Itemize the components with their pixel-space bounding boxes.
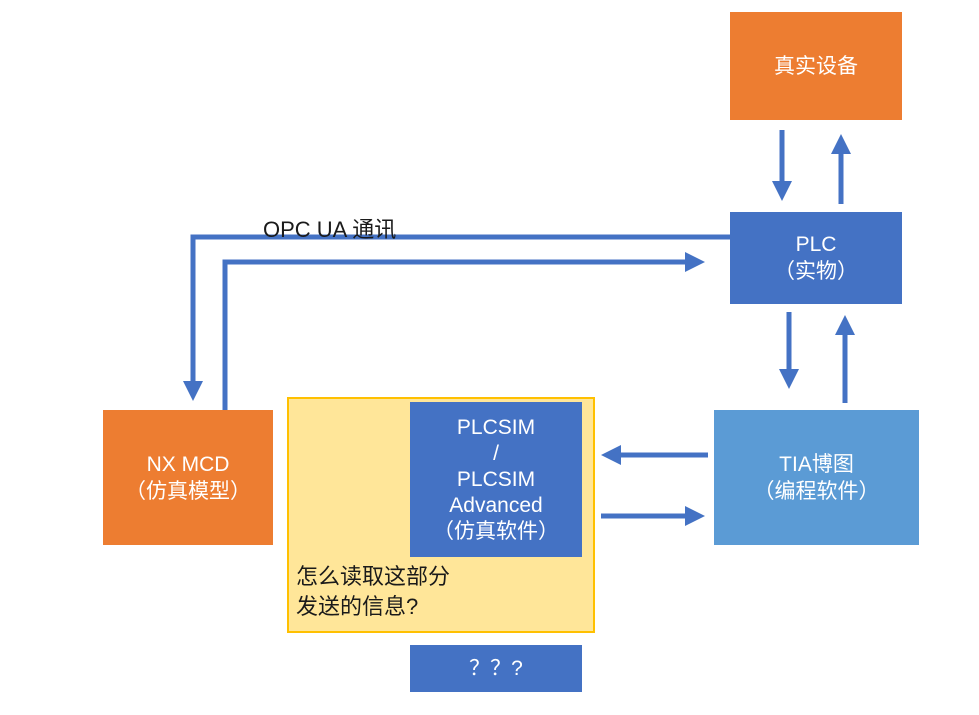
node-plc: PLC （实物） <box>730 212 902 304</box>
arrow-plc-to-nx-mcd-opcua <box>183 234 730 401</box>
node-question-box: ？？? <box>410 645 582 692</box>
question-annotation: 怎么读取这部分 发送的信息? <box>296 564 451 619</box>
arrow-nx-mcd-to-plc-opcua <box>222 252 705 410</box>
node-real-device: 真实设备 <box>730 12 902 120</box>
opc-ua-communication-label: OPC UA 通讯 <box>263 217 397 242</box>
node-nx-mcd: NX MCD （仿真模型） <box>103 410 273 545</box>
node-tia-portal: TIA博图 （编程软件） <box>714 410 919 545</box>
node-plcsim: PLCSIM / PLCSIM Advanced （仿真软件） <box>410 402 582 557</box>
